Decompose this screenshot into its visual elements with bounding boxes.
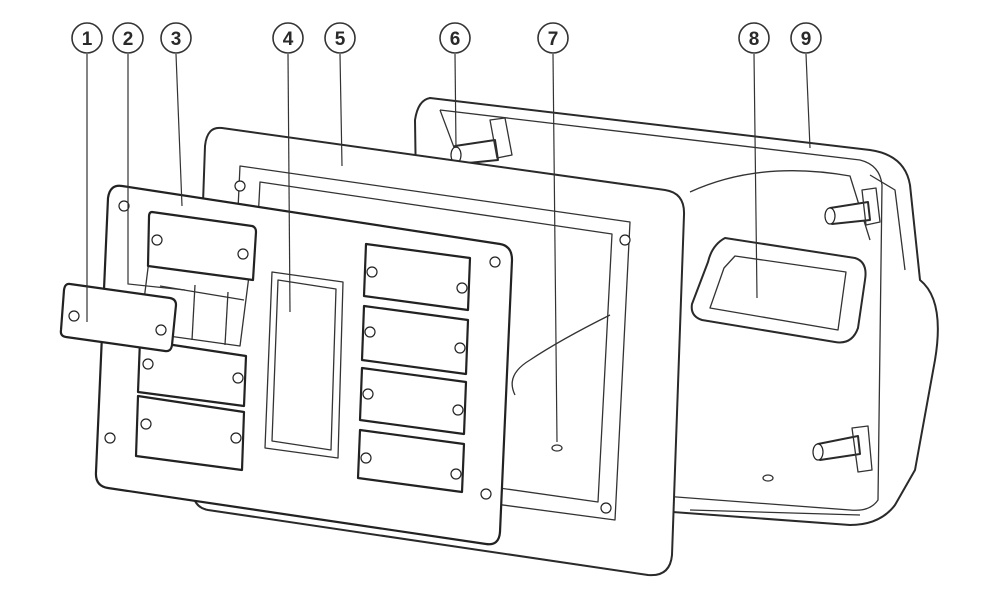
callout-3: 3	[160, 22, 192, 54]
mounting-studs	[450, 117, 881, 473]
blank-cover	[59, 282, 178, 353]
callout-8-label: 8	[749, 29, 760, 50]
callout-7: 7	[537, 22, 569, 54]
cable-sleeve	[511, 314, 611, 396]
front-panel	[94, 184, 514, 546]
callout-7-label: 7	[548, 29, 559, 50]
cable-cutout	[690, 237, 867, 344]
callout-9-label: 9	[801, 29, 812, 50]
callout-4-label: 4	[283, 29, 294, 50]
callout-2-label: 2	[123, 29, 134, 50]
callout-4: 4	[272, 22, 304, 54]
stud-top-right	[824, 187, 881, 226]
callout-5-label: 5	[335, 29, 346, 50]
callout-6: 6	[439, 22, 471, 54]
callout-3-label: 3	[171, 29, 182, 50]
display-window	[264, 271, 344, 459]
callout-6-label: 6	[450, 29, 461, 50]
callout-5: 5	[324, 22, 356, 54]
vent-hole	[551, 444, 563, 452]
stud-bottom-right	[812, 425, 873, 473]
stud-top-left	[450, 117, 513, 165]
callout-1: 1	[71, 22, 103, 54]
callout-9: 9	[790, 22, 822, 54]
callout-1-label: 1	[82, 29, 93, 50]
callout-2: 2	[112, 22, 144, 54]
callout-8: 8	[738, 22, 770, 54]
leader-lines	[86, 53, 811, 443]
